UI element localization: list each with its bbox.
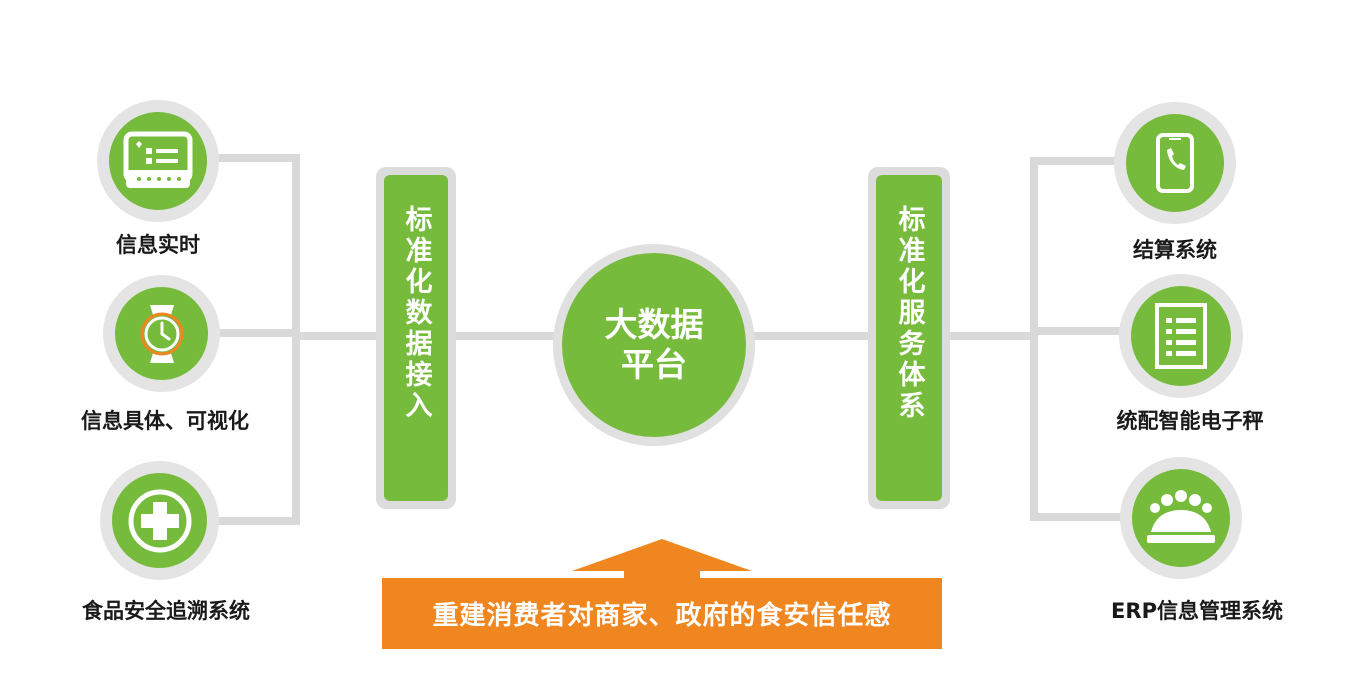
- node-settlement: [1114, 102, 1236, 224]
- list-document-icon: [1155, 303, 1207, 369]
- label-info-realtime: 信息实时: [116, 233, 200, 257]
- node-info-realtime: [97, 100, 219, 222]
- node-erp: [1120, 457, 1242, 579]
- medical-cross-icon: [128, 489, 191, 552]
- label-erp: ERP信息管理系统: [1111, 599, 1283, 623]
- service-system-bar: 标准化服务体系: [868, 167, 950, 509]
- node-smart-scale: [1119, 274, 1243, 398]
- node-info-visual: [103, 275, 220, 392]
- trust-banner-arrow: 重建消费者对商家、政府的食安信任感: [382, 539, 942, 649]
- label-food-trace: 食品安全追溯系统: [82, 599, 250, 623]
- label-smart-scale: 统配智能电子秤: [1116, 409, 1264, 433]
- data-access-label: 标准化数据接入: [400, 205, 432, 422]
- hub-line2: 平台: [621, 345, 687, 384]
- node-food-trace: [100, 461, 219, 580]
- data-access-bar: 标准化数据接入: [376, 167, 456, 509]
- phone-icon: [1156, 133, 1194, 193]
- up-arrow-icon: [572, 539, 752, 571]
- watch-icon: [140, 304, 183, 363]
- group-users-icon: [1147, 490, 1215, 543]
- trust-banner: 重建消费者对商家、政府的食安信任感: [382, 578, 942, 649]
- monitor-heart-icon: [123, 131, 193, 188]
- big-data-platform-hub: 大数据 平台: [553, 244, 755, 446]
- label-settlement: 结算系统: [1133, 238, 1217, 262]
- arrow-stem: [624, 567, 700, 581]
- service-system-label: 标准化服务体系: [893, 205, 925, 422]
- hub-line1: 大数据: [604, 305, 704, 344]
- label-info-visual: 信息具体、可视化: [81, 409, 249, 433]
